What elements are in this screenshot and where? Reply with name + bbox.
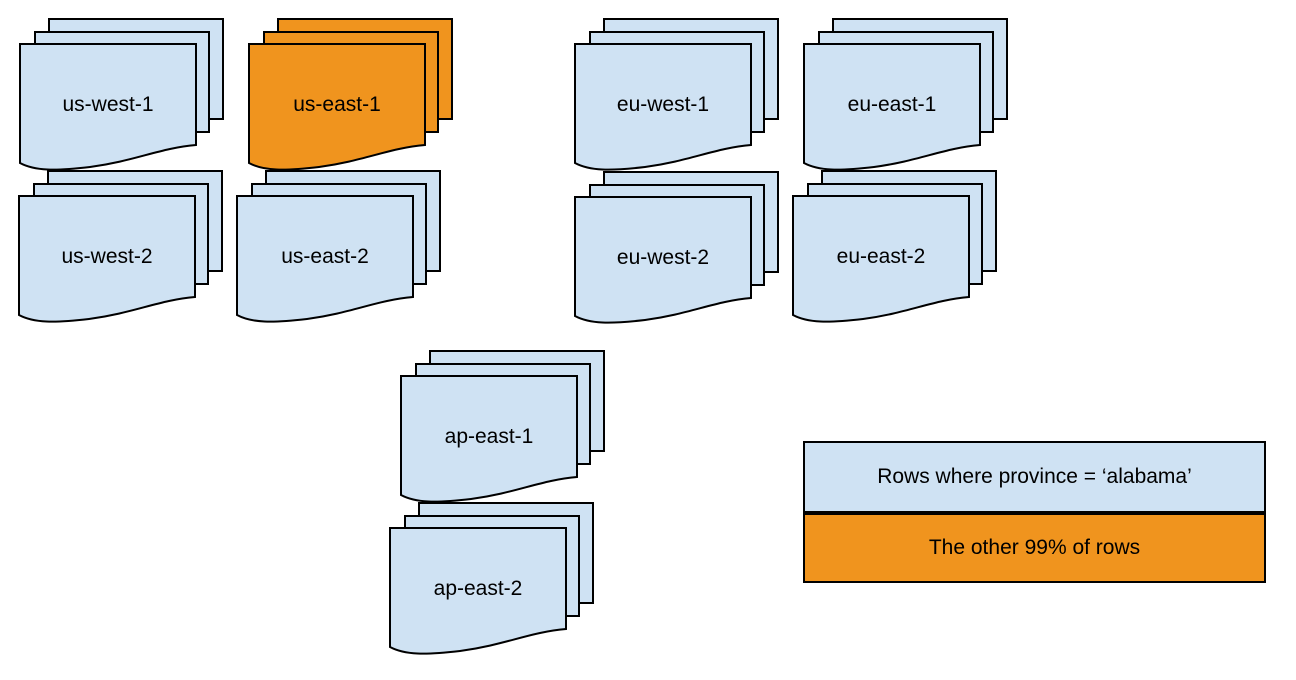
stack-eu-west-2: eu-west-2 [574, 171, 779, 324]
legend-row-other-rows: The other 99% of rows [803, 513, 1266, 583]
legend: Rows where province = ‘alabama’ The othe… [803, 441, 1266, 583]
document-shape-icon [18, 195, 196, 323]
document-shape-icon [574, 43, 752, 171]
stack-us-east-1: us-east-1 [248, 18, 453, 171]
document-shape-icon [19, 43, 197, 171]
document-shape-icon [803, 43, 981, 171]
document-shape-icon [574, 196, 752, 324]
document-shape-icon [236, 195, 414, 323]
stack-ap-east-1: ap-east-1 [400, 350, 605, 503]
legend-row-alabama: Rows where province = ‘alabama’ [803, 441, 1266, 513]
stack-us-east-2: us-east-2 [236, 170, 441, 323]
stack-us-west-2: us-west-2 [18, 170, 223, 323]
document-shape-icon [400, 375, 578, 503]
legend-label-alabama: Rows where province = ‘alabama’ [877, 465, 1192, 488]
document-shape-icon [389, 527, 567, 655]
document-shape-icon [248, 43, 426, 171]
stack-us-west-1: us-west-1 [19, 18, 224, 171]
stack-ap-east-2: ap-east-2 [389, 502, 594, 655]
document-shape-icon [792, 195, 970, 323]
stack-eu-east-2: eu-east-2 [792, 170, 997, 323]
legend-label-other-rows: The other 99% of rows [928, 536, 1141, 559]
stack-eu-east-1: eu-east-1 [803, 18, 1008, 171]
stack-eu-west-1: eu-west-1 [574, 18, 779, 171]
